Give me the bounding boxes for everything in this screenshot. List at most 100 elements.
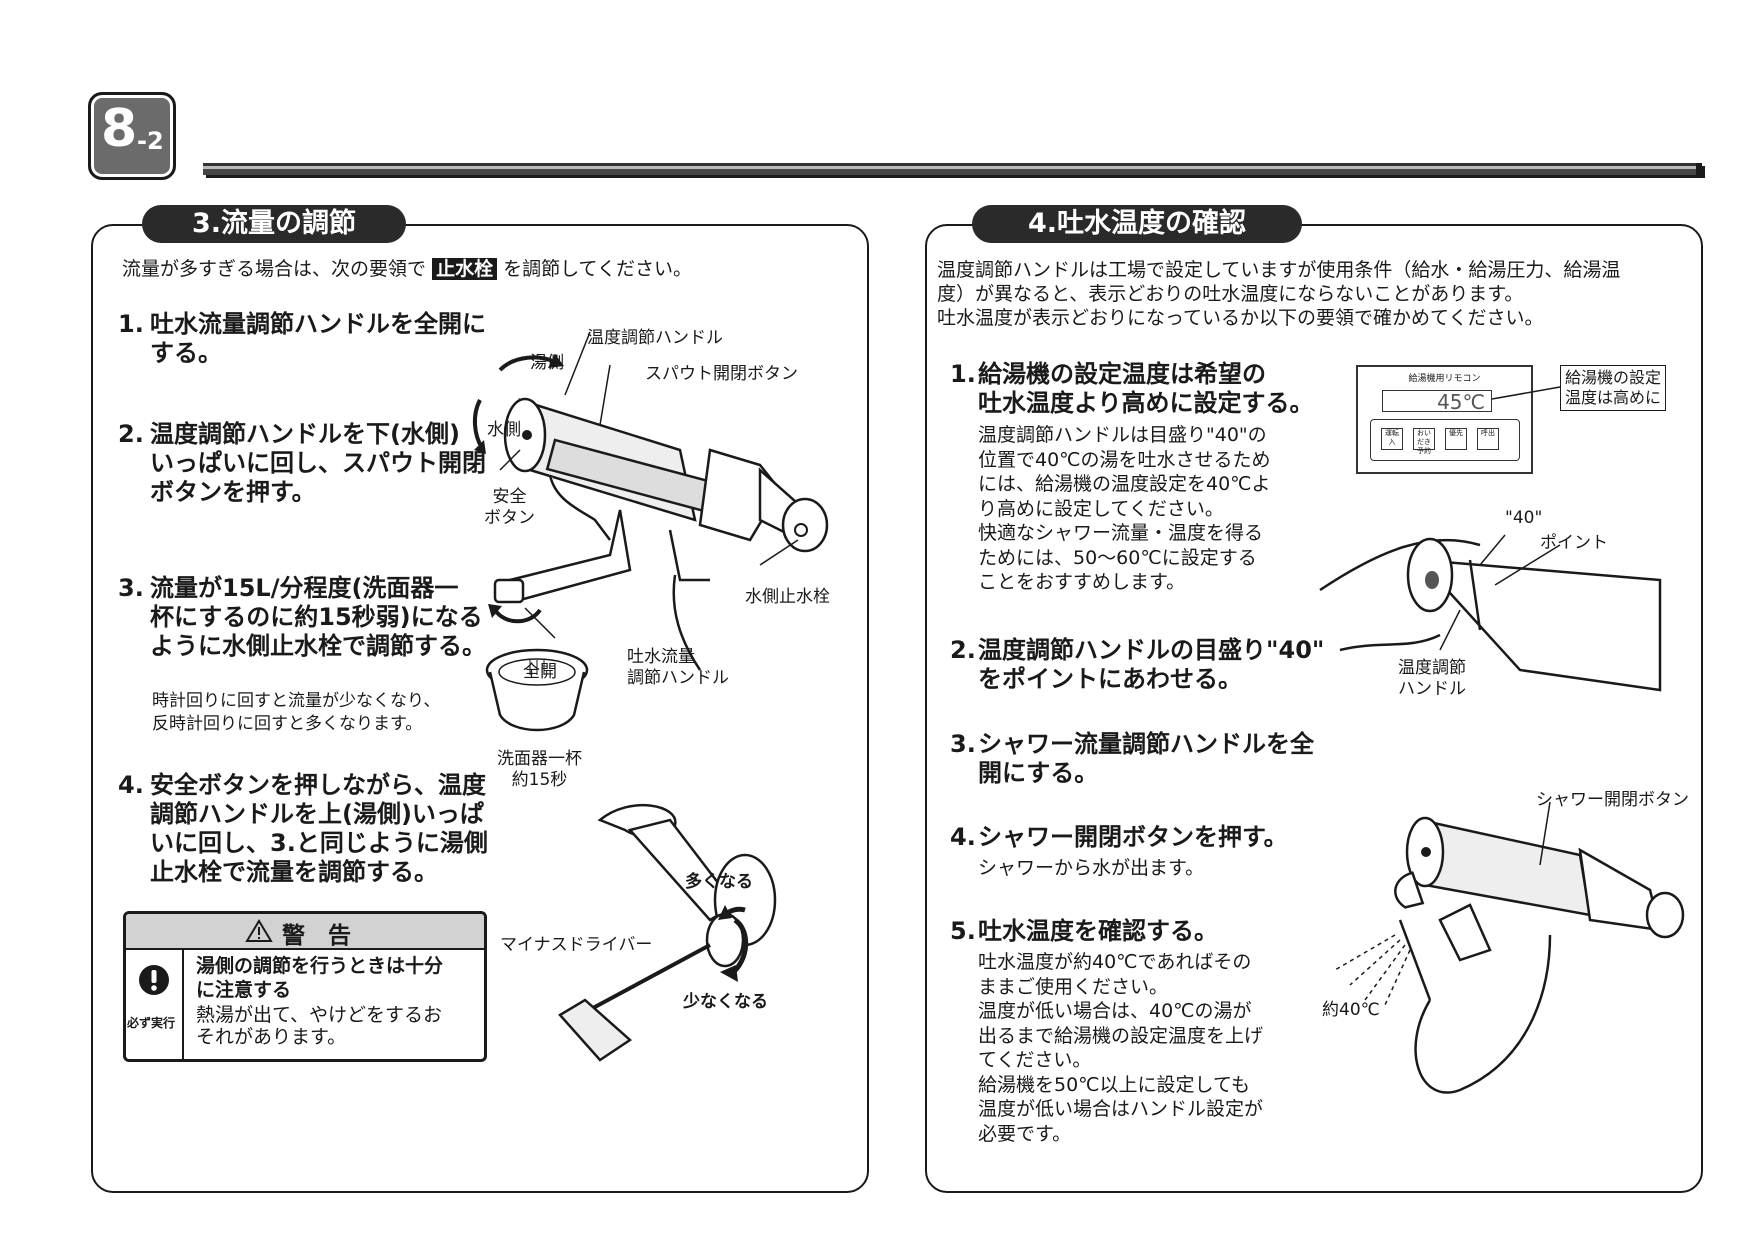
- step-number: 3.: [118, 574, 144, 602]
- step-line: 調節ハンドルを上(湯側)いっぱ: [150, 800, 484, 828]
- remote-button[interactable]: おいだき予約: [1413, 428, 1435, 455]
- step-number: 2.: [950, 636, 976, 664]
- step-number: 4.: [118, 771, 144, 799]
- step-line: 吐水温度を確認する。: [978, 917, 1218, 945]
- step-line: 安全ボタンを押しながら、温度: [150, 771, 486, 799]
- intro-line: 度）が異なると、表示どおりの吐水温度にならないことがあります。: [937, 283, 1524, 305]
- step-line: 杯にするのに約15秒弱)になる: [150, 603, 483, 631]
- step-text: 流量が15L/分程度(洗面器一 杯にするのに約15秒弱)になる ように水側止水栓…: [150, 574, 610, 661]
- warning-line: それがあります。: [196, 1026, 347, 1048]
- label-mark-40: "40": [1505, 508, 1543, 528]
- step-text: 温度調節ハンドルの目盛り"40" をポイントにあわせる。: [978, 636, 1338, 694]
- label-safety-button: 安全 ボタン: [484, 487, 535, 529]
- callout-pointer: [1491, 386, 1561, 400]
- step-subtext: シャワーから水が出ます。: [978, 856, 1308, 881]
- faucet-illustration: [473, 331, 829, 671]
- label-spout-button: スパウト開閉ボタン: [645, 364, 798, 384]
- sub-line: 位置で40℃の湯を吐水させるため: [978, 448, 1271, 471]
- remote-title: 給湯機用リモコン: [1408, 374, 1481, 384]
- label-line: 約15秒: [511, 770, 568, 790]
- warning-line: 熱湯が出て、やけどをするお: [196, 1004, 443, 1026]
- step-line: 吐水流量調節ハンドルを全開に: [150, 310, 486, 338]
- page-number: 8: [101, 99, 138, 159]
- step-text: 吐水流量調節ハンドルを全開に する。: [150, 310, 610, 368]
- water-heater-remote: 給湯機用リモコン 45℃ 運転入 おいだき予約 優先 呼出: [1356, 365, 1533, 474]
- page-subnumber: -2: [137, 127, 164, 155]
- sub-line: 温度が低い場合はハンドル設定が: [978, 1098, 1264, 1120]
- left-intro: 流量が多すぎる場合は、次の要領で 止水栓 を調節してください。: [122, 257, 692, 281]
- label-line: 温度調節: [1398, 658, 1466, 678]
- sub-line: 温度調節ハンドルは目盛り"40"の: [978, 424, 1267, 446]
- label-water-stop-valve: 水側止水栓: [745, 587, 830, 607]
- sub-line: 温度が低い場合は、40℃の湯が: [978, 1000, 1252, 1022]
- callout-line: 温度は高めに: [1565, 388, 1662, 407]
- sub-line: 給湯機を50℃以上に設定しても: [978, 1073, 1250, 1096]
- remote-button[interactable]: 呼出: [1477, 428, 1499, 450]
- shower-illustration: [1334, 801, 1685, 1094]
- step-line: 吐水温度より高めに設定する。: [978, 389, 1314, 417]
- step-line: ように水側止水栓で調節する。: [150, 632, 486, 660]
- label-line: 洗面器一杯: [497, 749, 582, 769]
- label-flow-handle: 吐水流量 調節ハンドル: [627, 647, 729, 689]
- step-subtext: 吐水温度が約40℃であればその ままご使用ください。 温度が低い場合は、40℃の…: [978, 950, 1308, 1146]
- sub-line: ままご使用ください。: [978, 975, 1169, 998]
- step-line: シャワー流量調節ハンドルを全: [978, 730, 1314, 758]
- step-line: 流量が15L/分程度(洗面器一: [150, 574, 459, 602]
- intro-line: 吐水温度が表示どおりになっているか以下の要領で確かめてください。: [937, 307, 1544, 329]
- label-line: 安全: [492, 487, 527, 507]
- note-line: 反時計回りに回すと多くなります。: [152, 714, 423, 734]
- step-line: シャワー開閉ボタンを押す。: [978, 823, 1288, 851]
- step-text: 安全ボタンを押しながら、温度 調節ハンドルを上(湯側)いっぱ いに回し、3.と同…: [150, 771, 610, 887]
- warning-icon-column: 必ず実行: [126, 950, 184, 1059]
- step-number: 2.: [118, 420, 144, 448]
- warning-line: 湯側の調節を行うときは十分: [196, 955, 444, 977]
- step-text: 給湯機の設定温度は希望の 吐水温度より高めに設定する。: [978, 360, 1338, 418]
- step-text: 温度調節ハンドルを下(水側) いっぱいに回し、スパウト開閉 ボタンを押す。: [150, 420, 610, 507]
- step-text: シャワー流量調節ハンドルを全 開にする。: [978, 730, 1338, 788]
- step-line: 開にする。: [978, 759, 1099, 787]
- label-hot-side: 湯側: [530, 353, 564, 373]
- basin-illustration: [485, 648, 589, 732]
- sub-line: 必要です。: [978, 1122, 1072, 1145]
- label-temp-handle-right: 温度調節 ハンドル: [1398, 658, 1466, 700]
- label-line: ボタン: [484, 508, 535, 528]
- label-line: ハンドル: [1398, 679, 1466, 699]
- step-text: シャワー開閉ボタンを押す。: [978, 823, 1338, 852]
- right-intro: 温度調節ハンドルは工場で設定していますが使用条件（給水・給湯圧力、給湯温 度）が…: [937, 258, 1620, 330]
- label-screwdriver: マイナスドライバー: [500, 935, 653, 955]
- sub-line: り高めに設定してください。: [978, 497, 1224, 520]
- step-line: 温度調節ハンドルの目盛り"40": [978, 636, 1325, 664]
- step-number: 4.: [950, 823, 976, 851]
- step-text: 吐水温度を確認する。: [978, 917, 1338, 946]
- step-number: 3.: [950, 730, 976, 758]
- section-flow-adjustment-panel: [91, 224, 869, 1193]
- sub-line: シャワーから水が出ます。: [978, 857, 1205, 879]
- remote-button[interactable]: 運転入: [1381, 428, 1403, 450]
- screwdriver-illustration: [558, 804, 777, 1062]
- label-temp-handle: 温度調節ハンドル: [587, 328, 723, 348]
- label-basin: 洗面器一杯 約15秒: [497, 749, 582, 791]
- remote-button[interactable]: 優先: [1445, 428, 1467, 450]
- label-point: ポイント: [1540, 533, 1608, 553]
- page-number-badge: 8 -2: [88, 92, 176, 180]
- warning-title: 警 告: [282, 923, 351, 949]
- sub-line: 快適なシャワー流量・温度を得る: [978, 522, 1264, 544]
- note-line: 時計回りに回すと流量が少なくなり、: [152, 691, 441, 711]
- warning-header: 警 告: [126, 914, 484, 950]
- sub-line: には、給湯機の温度設定を40℃よ: [978, 473, 1271, 495]
- label-less: 少なくなる: [683, 992, 768, 1012]
- left-intro-after: を調節してください。: [503, 258, 692, 280]
- warning-box: 警 告 必ず実行 湯側の調節を行うときは十分 に注意する 熱湯が出て、やけどをす…: [123, 911, 487, 1062]
- header-rule: [203, 163, 1702, 175]
- sub-line: てください。: [978, 1049, 1092, 1071]
- step-line: をポイントにあわせる。: [978, 665, 1242, 693]
- step-line: する。: [150, 339, 222, 367]
- step-number: 1.: [118, 310, 144, 338]
- warning-line: に注意する: [196, 979, 292, 1001]
- remote-callout: 給湯機の設定 温度は高めに: [1560, 365, 1667, 411]
- step-line: いに回し、3.と同じように湯側: [150, 829, 488, 857]
- section-temperature-check-panel: [925, 224, 1703, 1193]
- step-number: 1.: [950, 360, 976, 388]
- handle-closeup-illustration: [1319, 534, 1662, 692]
- label-more: 多くなる: [685, 872, 753, 892]
